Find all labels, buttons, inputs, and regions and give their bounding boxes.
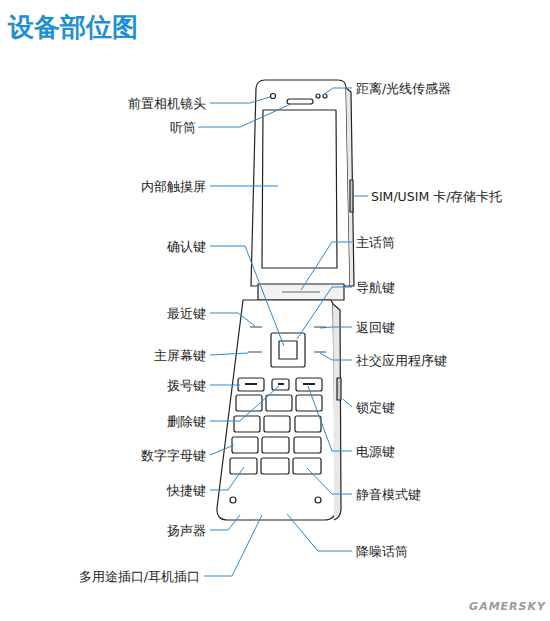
watermark: GAMERSKY bbox=[469, 600, 546, 613]
part-label: 最近键 bbox=[167, 306, 206, 321]
part-label: 降噪话筒 bbox=[356, 544, 408, 559]
part-label: 删除键 bbox=[167, 414, 206, 429]
part-label: SIM/USIM 卡/存储卡托 bbox=[371, 189, 502, 204]
part-label: 社交应用程序键 bbox=[356, 353, 447, 368]
part-label: 扬声器 bbox=[167, 523, 206, 538]
part-label: 前置相机镜头 bbox=[128, 96, 206, 111]
part-label: 静音模式键 bbox=[356, 487, 421, 502]
page-title: 设备部位图 bbox=[8, 10, 138, 45]
part-label: 锁定键 bbox=[356, 400, 395, 415]
part-label: 听筒 bbox=[170, 120, 196, 135]
part-label: 返回键 bbox=[356, 320, 395, 335]
part-label: 主屏幕键 bbox=[154, 348, 206, 363]
part-label: 距离/光线传感器 bbox=[356, 81, 451, 96]
part-label: 快捷键 bbox=[167, 483, 206, 498]
part-label: 确认键 bbox=[167, 239, 206, 254]
part-label: 拨号键 bbox=[167, 378, 206, 393]
part-label: 内部触摸屏 bbox=[141, 179, 206, 194]
part-label: 数字字母键 bbox=[141, 448, 206, 463]
part-label: 电源键 bbox=[356, 444, 395, 459]
part-label: 多用途插口/耳机插口 bbox=[79, 569, 200, 584]
part-label: 主话筒 bbox=[356, 235, 395, 250]
part-label: 导航键 bbox=[356, 280, 395, 295]
